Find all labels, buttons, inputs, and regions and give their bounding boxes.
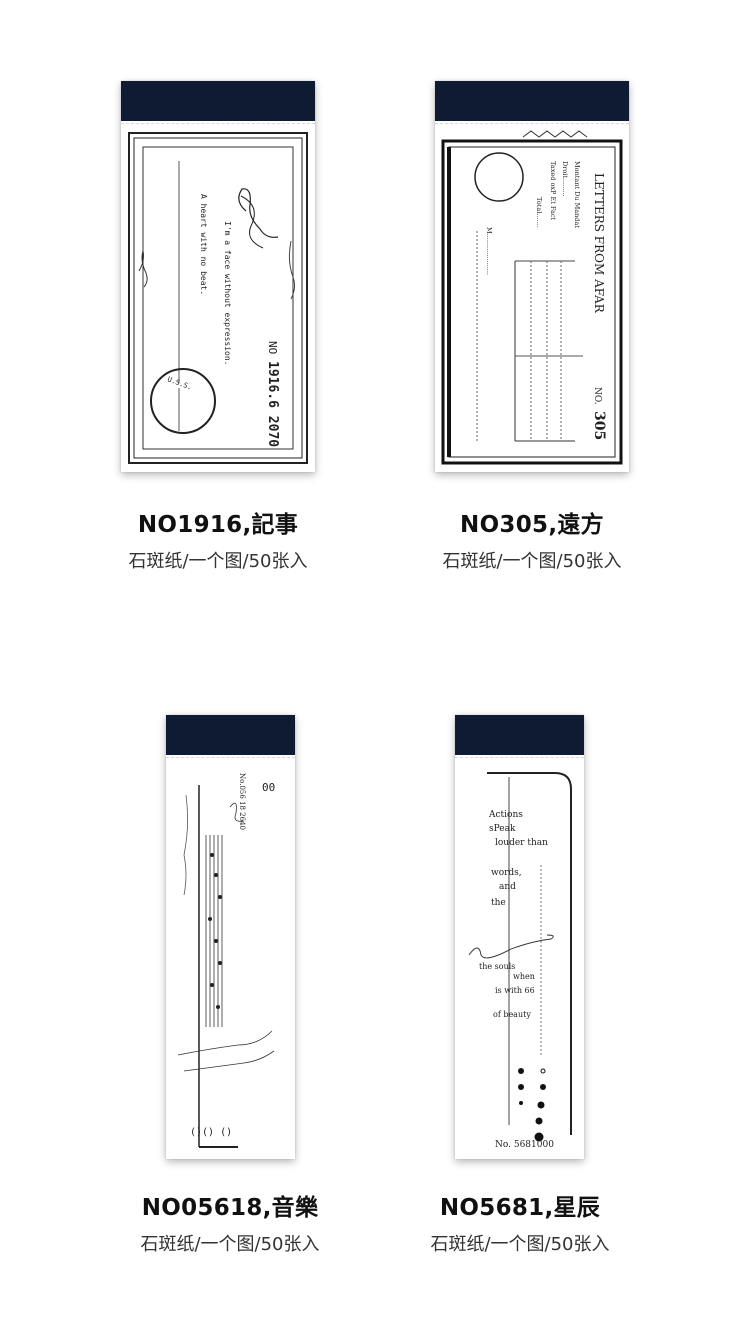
caption-305: NO305,遠方 石斑纸/一个图/50张入 [372,505,692,573]
product-card-305[interactable]: LETTERS FROM AFAR NO. 305 Montant Du Man… [435,81,629,472]
card-305-artwork [441,130,623,465]
product-name: NO1916,記事 [137,512,299,538]
card-header-band [435,81,629,121]
product-name: NO305,遠方 [460,512,604,538]
caption-1916: NO1916,記事 石斑纸/一个图/50张入 [58,505,378,573]
caption-5681: NO5681,星辰 石斑纸/一个图/50张入 [360,1188,680,1256]
card-05618-artwork [177,785,275,1148]
product-spec: 石斑纸/一个图/50张入 [128,551,308,572]
product-spec: 石斑纸/一个图/50张入 [430,1234,610,1255]
card-header-band [455,715,584,755]
card-header-band [166,715,295,755]
card-1916-artwork [128,132,308,464]
card-header-band [121,81,315,121]
product-spec: 石斑纸/一个图/50张入 [140,1234,320,1255]
card-5681-artwork [468,772,572,1142]
product-card-05618[interactable]: 00 No.056 18 2640 ()() () [166,715,295,1159]
product-name: NO5681,星辰 [439,1195,601,1221]
product-name: NO05618,音樂 [141,1195,319,1221]
product-card-5681[interactable]: Actions sPeak louder than words, and the… [455,715,584,1159]
product-spec: 石斑纸/一个图/50张入 [442,551,622,572]
caption-05618: NO05618,音樂 石斑纸/一个图/50张入 [70,1188,390,1256]
product-card-1916[interactable]: NO 1916.6 2070 I'm a face without expres… [121,81,315,472]
perforation-line [121,123,315,124]
perforation-line [455,757,584,758]
perforation-line [166,757,295,758]
perforation-line [435,123,629,124]
